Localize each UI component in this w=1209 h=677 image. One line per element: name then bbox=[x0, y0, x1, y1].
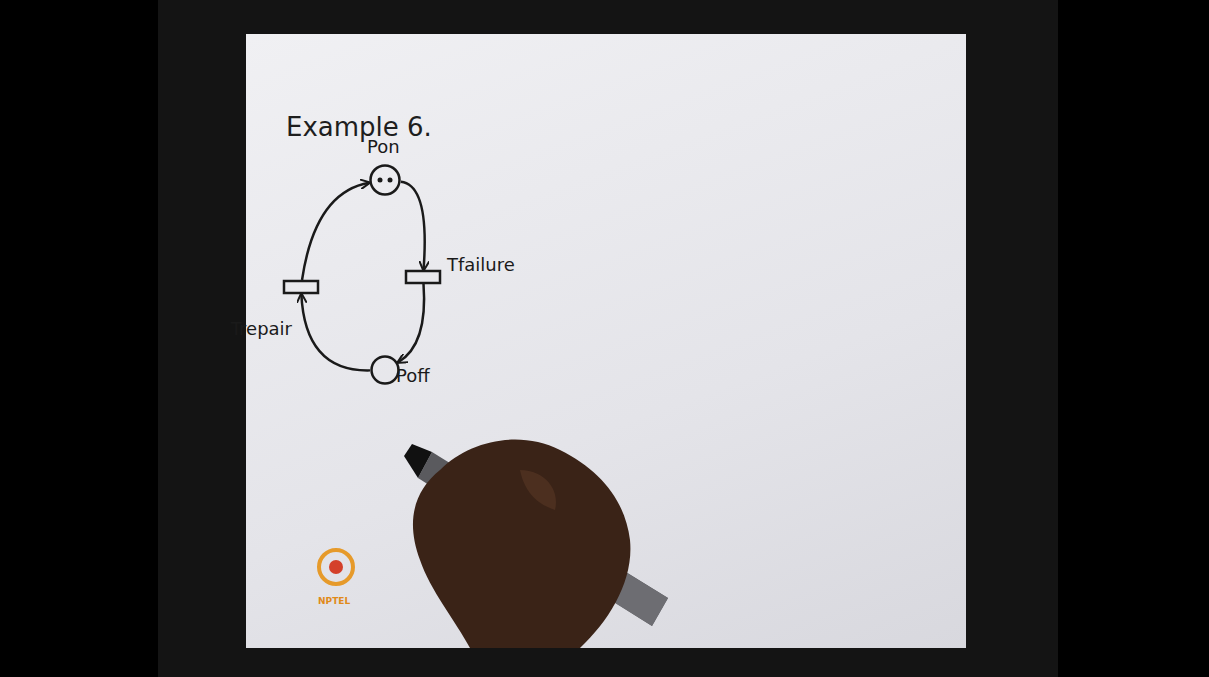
transition-bar: Tfailure bbox=[405, 270, 441, 284]
node-label: Tfailure bbox=[447, 254, 515, 275]
title: Example 6. bbox=[286, 112, 432, 142]
token bbox=[378, 178, 383, 183]
knuckle bbox=[520, 470, 556, 510]
node-label: Trepair bbox=[231, 318, 292, 339]
marker-tip bbox=[404, 444, 432, 478]
arc-arrow bbox=[398, 284, 424, 362]
arc-arrow bbox=[401, 182, 425, 270]
logo-text: NPTEL bbox=[318, 596, 350, 606]
node-outline bbox=[405, 270, 441, 284]
node-label: Poff bbox=[396, 365, 430, 386]
arc-arrow bbox=[302, 183, 369, 280]
node-outline bbox=[370, 355, 400, 385]
logo-ring bbox=[319, 550, 353, 584]
token bbox=[388, 178, 393, 183]
node-outline bbox=[369, 164, 401, 196]
node-outline bbox=[283, 280, 319, 294]
hand bbox=[413, 440, 630, 648]
place-circle: Pon bbox=[369, 164, 401, 196]
arc-arrow bbox=[301, 294, 370, 370]
transition-bar: Trepair bbox=[283, 280, 319, 294]
place-circle: Poff bbox=[370, 355, 400, 385]
logo-core bbox=[329, 560, 343, 574]
